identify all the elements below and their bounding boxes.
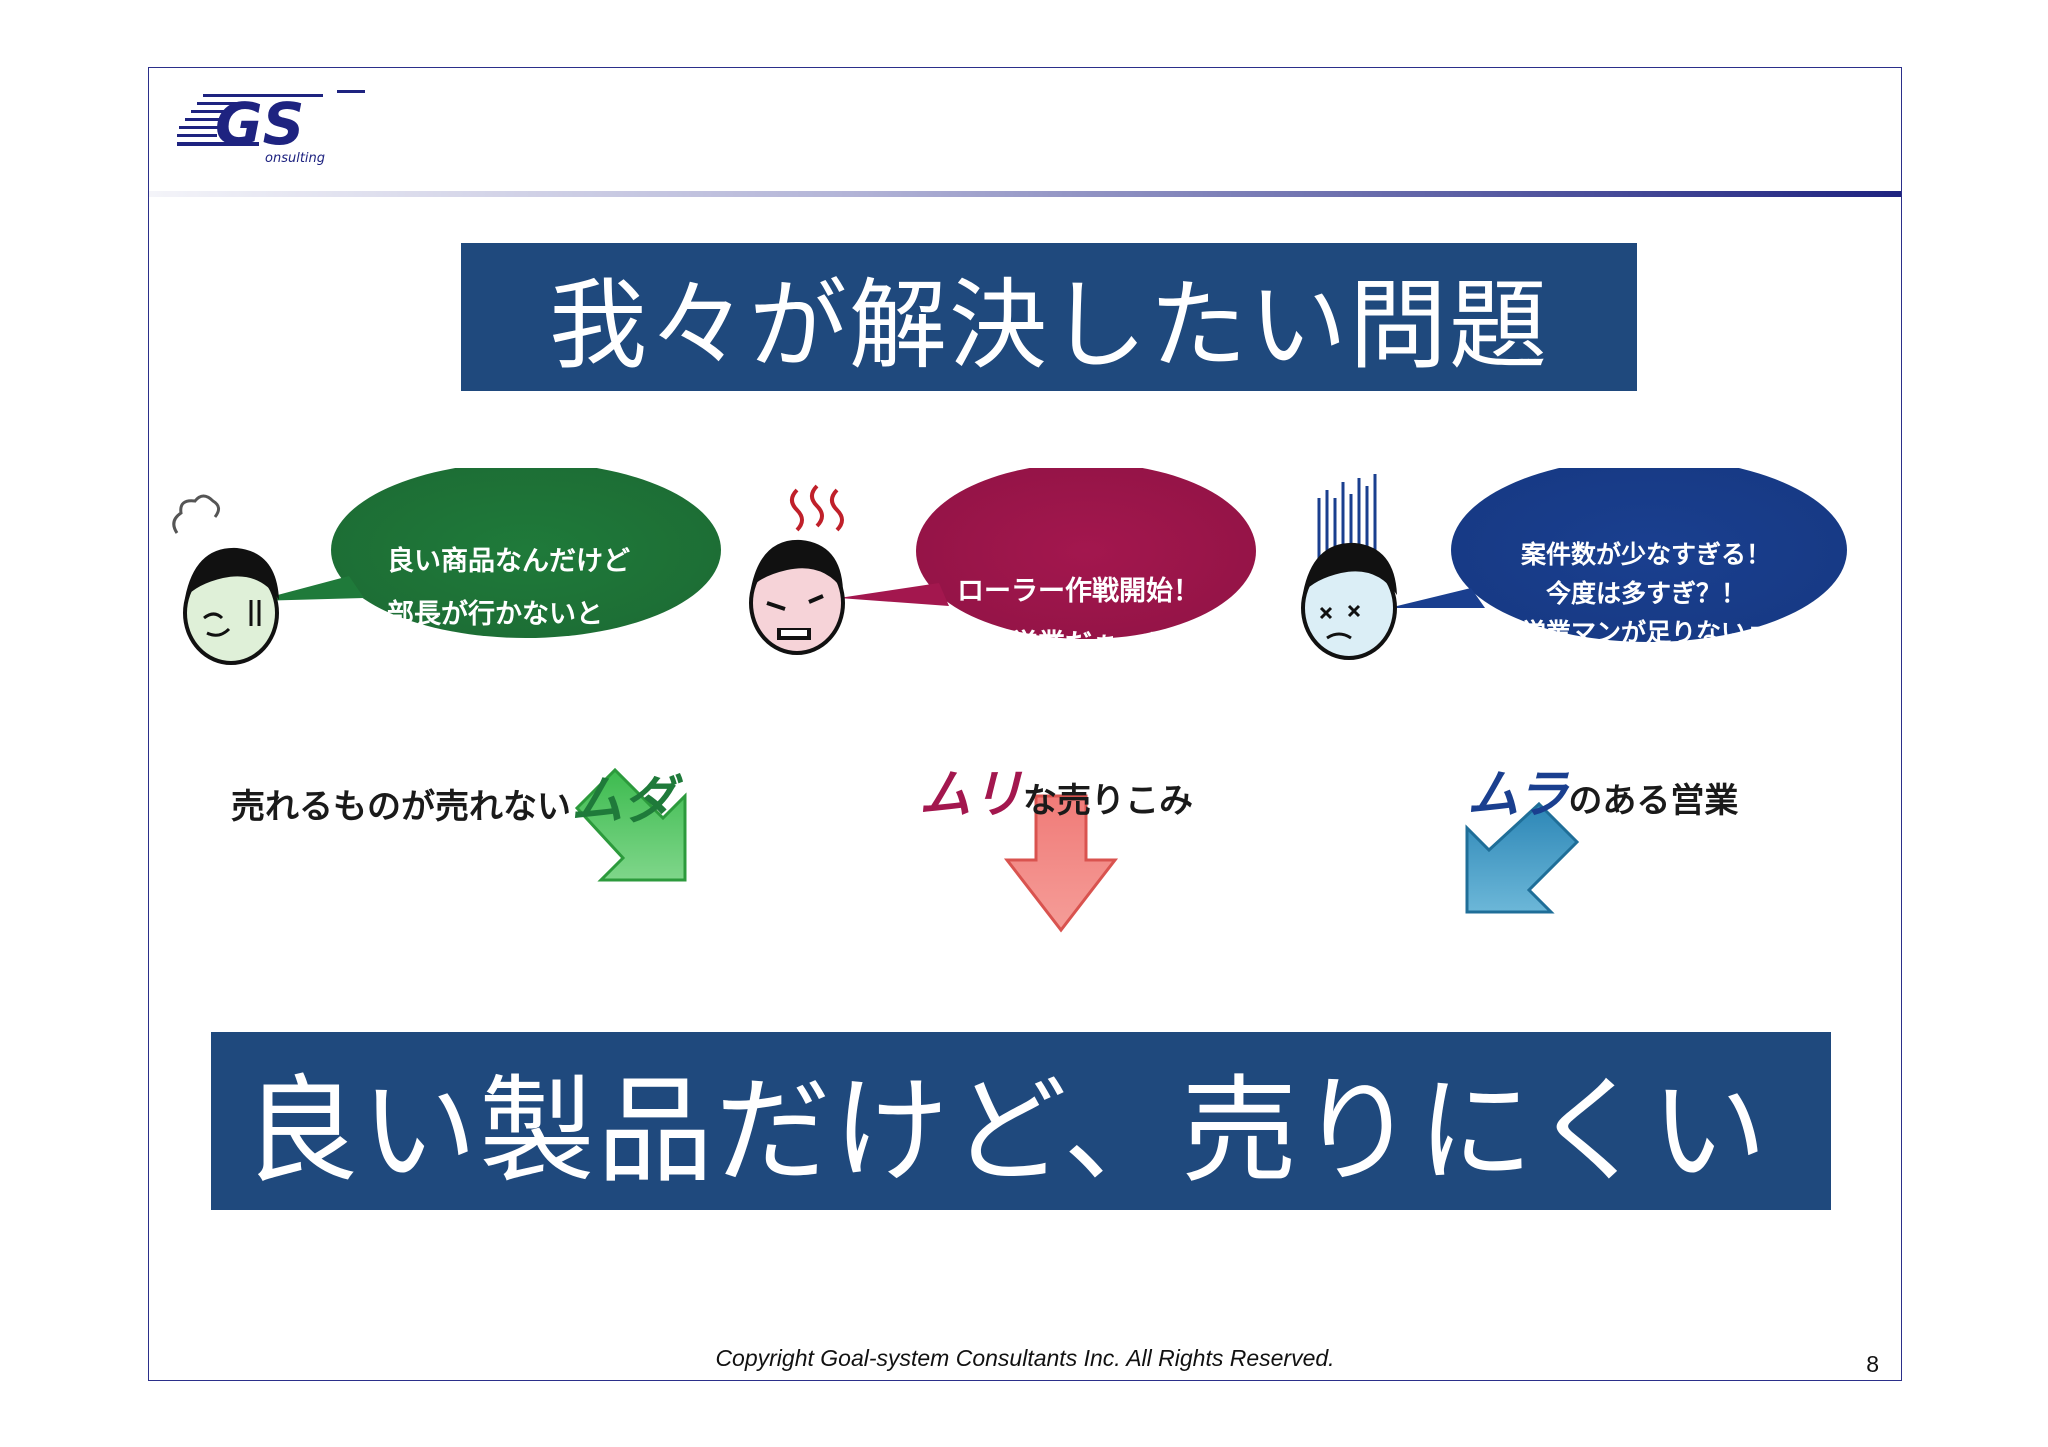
heat-icon: [790, 484, 844, 532]
bubble-text-green: 良い商品なんだけど 部長が行かないと 売れないなんて…: [387, 546, 630, 683]
conclusion-banner: 良い製品だけど、売りにくい: [211, 1032, 1831, 1210]
arrow-down-left-blue: [1465, 801, 1580, 914]
bubble-text-red: ローラー作戦開始！ 突撃営業だぁっ！！: [957, 576, 1200, 660]
conclusion-text: 良い製品だけど、売りにくい: [243, 1064, 1769, 1199]
copyright-footer: Copyright Goal-system Consultants Inc. A…: [715, 1345, 1335, 1371]
bubble-text-blue: 案件数が少なすぎる！ 今度は多すぎ？！ 営業マンが足りないョ まるでジェットコー…: [1484, 540, 1808, 686]
speech-bubble-red: [916, 468, 1256, 639]
page-number: 8: [1866, 1351, 1879, 1377]
gloomy-face-icon: [1301, 542, 1397, 660]
arrow-down-red: [1003, 794, 1119, 933]
header-rule: [149, 191, 1901, 197]
speech-bubble-blue: [1451, 468, 1847, 642]
steam-icon: [172, 494, 220, 534]
label-mura: ムラのある営業: [1467, 765, 1739, 825]
problem-mura: [1301, 468, 1847, 660]
label-muda: 売れるものが売れないムダ: [231, 771, 676, 831]
gs-consulting-logo: GS onsulting: [177, 90, 365, 166]
title-banner: 我々が解決したい問題: [461, 243, 1637, 391]
svg-text:onsulting: onsulting: [265, 151, 325, 166]
tired-face-icon: [183, 547, 279, 665]
slide-title: 我々が解決したい問題: [548, 269, 1549, 383]
arrow-down-right-green: [574, 767, 687, 882]
svg-text:GS: GS: [215, 90, 304, 158]
problems-illustration: [172, 468, 1847, 933]
problem-muri: [749, 468, 1256, 655]
angry-face-icon: [749, 539, 845, 655]
speech-bubble-green: [331, 468, 721, 638]
bubble-tail: [1389, 588, 1485, 608]
slide-frame: GS onsulting 我々が解決したい問題: [148, 67, 1902, 1381]
label-muri: ムリな売りこみ: [919, 765, 1194, 825]
bubble-tail: [839, 583, 949, 606]
bubble-tail: [255, 576, 364, 601]
problem-muda: [172, 468, 721, 665]
